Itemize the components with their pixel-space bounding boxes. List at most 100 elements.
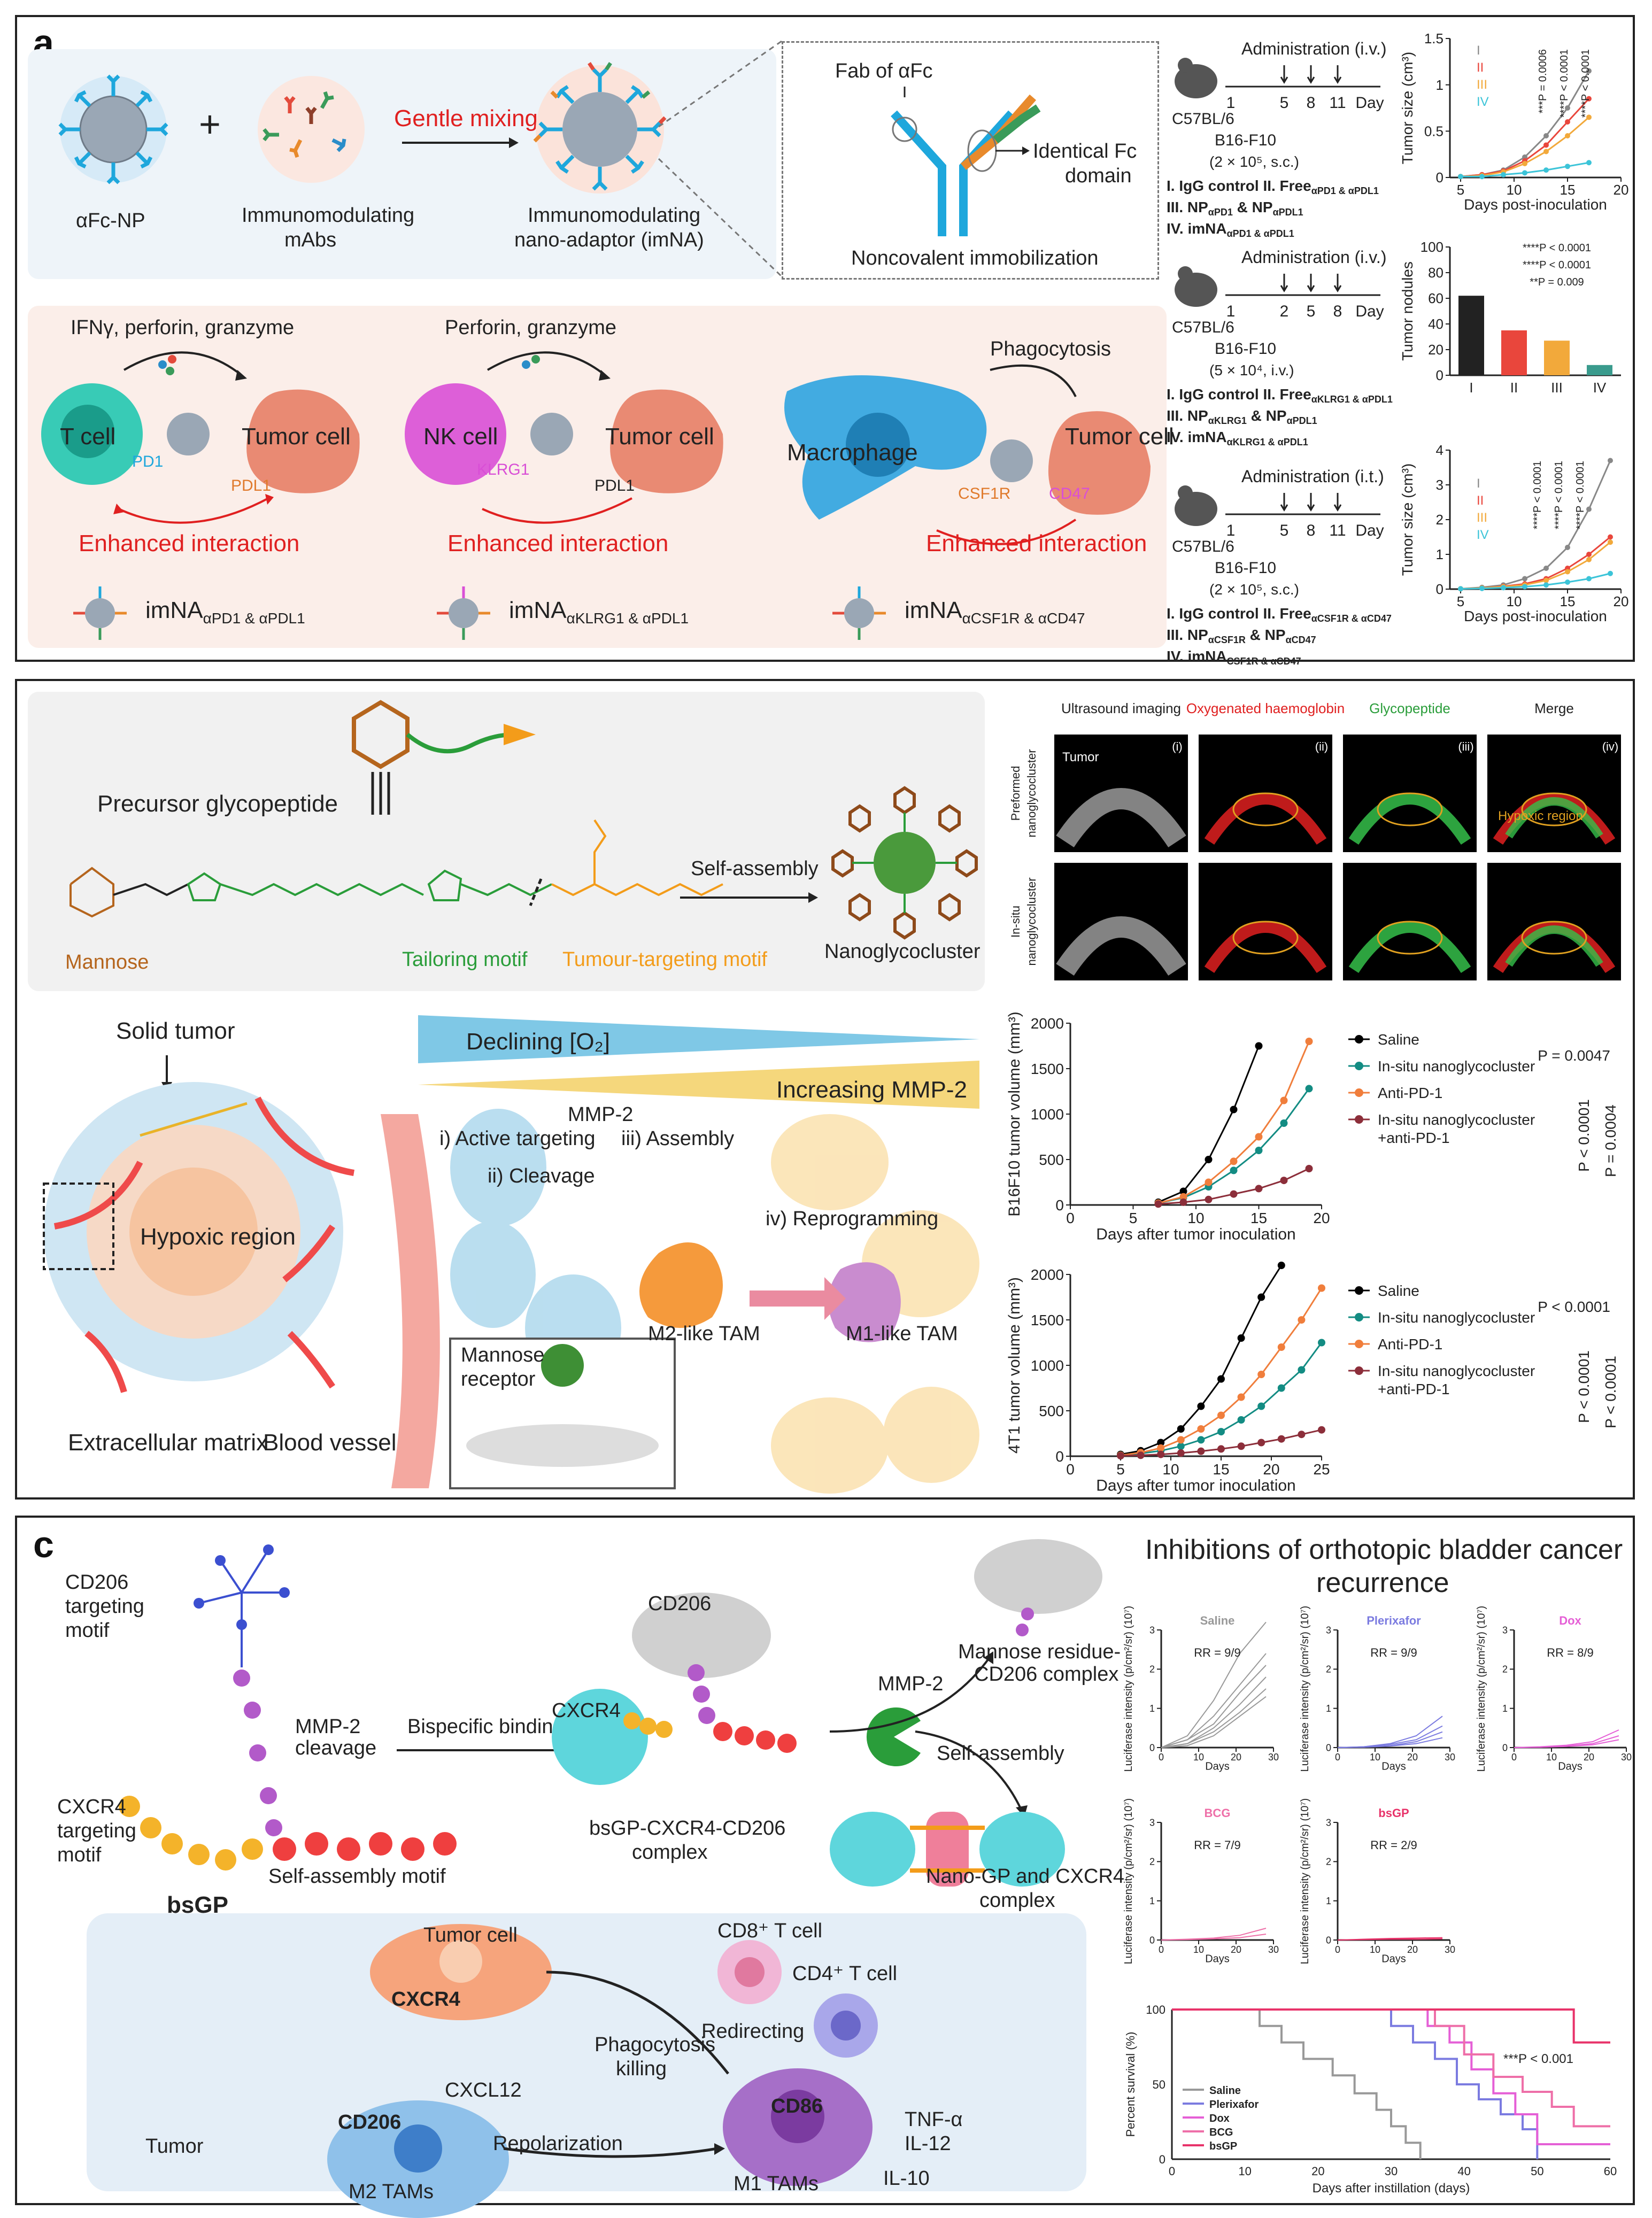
chart-title: Plerixafor [1367,1614,1421,1627]
day-label: 5 [1280,522,1289,539]
data-point [1479,174,1485,180]
recurrence-title-1: Inhibitions of orthotopic bladder cancer [1145,1534,1623,1565]
nanoglycocluster-label: Nanoglycocluster [824,940,981,963]
step-assembly: iii) Assembly [621,1127,735,1150]
target-label: Tumor cell [242,423,351,450]
y-axis-label: Tumor nodules [1399,261,1416,361]
x-tick-label: 15 [1213,1461,1229,1478]
y-tick-label: 1 [1326,1896,1331,1906]
data-point [1230,1190,1238,1198]
data-point [1298,1366,1306,1374]
group-subscript: αKLRG1 & αPDL1 [1227,437,1308,447]
mabs-label-2: mAbs [284,229,337,251]
effector-label: NK cell [423,423,498,450]
group-subscript: αPDL1 [1287,415,1317,426]
survival-line [1172,2008,1610,2044]
x-tick-label: 25 [1313,1461,1330,1478]
imna-label-1: Immunomodulating [528,204,701,227]
mannose-cd206-complex [974,1539,1102,1636]
series-line [1337,1737,1443,1748]
annotation: ***P = 0.0006 [1537,49,1549,113]
y-tick-label: 2 [1436,512,1443,528]
day-label: 5 [1280,94,1289,112]
data-point [1217,1445,1225,1453]
group-subscript: αKLRG1 & αPDL1 [1311,394,1393,405]
day-label: 8 [1307,522,1316,539]
imna-name: imNAαCSF1R & αCD47 [905,597,1085,627]
imaging-index: (iv) [1602,740,1619,753]
legend-entry: Anti-PD-1 [1378,1336,1442,1353]
annotation: ****P < 0.0001 [1532,461,1543,529]
y-axis-label: Percent survival (%) [1124,2032,1137,2137]
group-line: III. NPαKLRG1 & NPαPDL1 [1167,407,1317,426]
noncovalent-label: Noncovalent immobilization [851,247,1099,269]
y-axis-label: Luciferase intensity (p/cm²/sr) (10⁷) [1123,1606,1134,1772]
y-tick-label: 3 [1436,477,1443,493]
y-tick-label: 1 [1436,546,1443,562]
annotation: ***P < 0.001 [1503,2052,1573,2066]
data-point [1177,1436,1185,1444]
data-point [1522,576,1527,582]
enhanced-label: Enhanced interaction [79,530,300,557]
y-tick-label: 2000 [1031,1266,1064,1283]
legend-entry: IV [1477,95,1489,109]
gradient-increasing [418,1061,979,1109]
x-tick-label: 0 [1159,1944,1164,1955]
annotation: ****P < 0.0001 [1553,461,1565,529]
annotation: ****P < 0.0001 [1523,259,1591,271]
tcell-diagram [41,351,360,524]
data-point [1177,1425,1185,1433]
effector-label: T cell [60,423,116,450]
step-reprogramming: iv) Reprogramming [766,1208,939,1230]
cd4-label: CD4⁺ T cell [792,1962,898,1985]
y-tick-label: 500 [1039,1151,1064,1168]
legend-entry: I [1477,476,1480,491]
mabs-cluster [258,76,365,183]
legend-entry: BCG [1209,2127,1233,2138]
identical-fc-label-2: domain [1065,165,1132,187]
x-axis-label: Days [1381,1953,1406,1965]
data-point [1257,1293,1265,1301]
dose-label: (2 × 10⁵, s.c.) [1209,581,1299,598]
x-tick-label: 15 [1250,1210,1267,1226]
dose-arrow [1280,274,1288,292]
group-subscript: αCD47 [1286,635,1316,645]
x-tick-label: 5 [1116,1461,1125,1478]
mmp2-cleavage-2: cleavage [295,1737,377,1759]
y-axis-label: 4T1 tumor volume (mm³) [1006,1277,1023,1454]
x-tick-label: 15 [1560,182,1576,198]
cd206-label: CD206 [648,1593,712,1615]
group-subscript: αPDL1 [1273,207,1303,218]
signal-label: Perforin, granzyme [445,316,617,339]
y-tick-label: 1 [1326,1703,1331,1714]
data-point [1565,133,1570,138]
x-tick-label: 10 [1507,593,1522,609]
legend-entry: IV [1477,528,1489,542]
bispecific-label: Bispecific binding [407,1715,565,1738]
macrophage-diagram [784,364,1151,545]
y-tick-label: 2000 [1031,1015,1064,1032]
data-point [1237,1334,1245,1342]
legend-entry: Saline [1378,1031,1419,1048]
day-label: 2 [1280,303,1289,320]
identical-fc-label-1: Identical Fc [1033,140,1137,163]
data-point [1565,569,1570,575]
nanoglycocluster-icon [831,786,978,940]
imna-subscript: αPD1 & αPDL1 [203,609,305,627]
hypoxic-outline [1232,792,1299,826]
self-assembly-arrow [680,892,818,903]
x-tick-label: 20 [1231,1944,1241,1955]
data-point [1586,506,1592,512]
imaging-index: (i) [1172,740,1183,753]
x-tick-label: 20 [1614,593,1629,609]
x-tick-label: 30 [1445,1752,1455,1763]
data-point [1230,1166,1238,1174]
mouse-ear [1178,266,1193,281]
cd206-motif-1: CD206 [65,1571,129,1594]
x-tick-label: 20 [1263,1461,1279,1478]
